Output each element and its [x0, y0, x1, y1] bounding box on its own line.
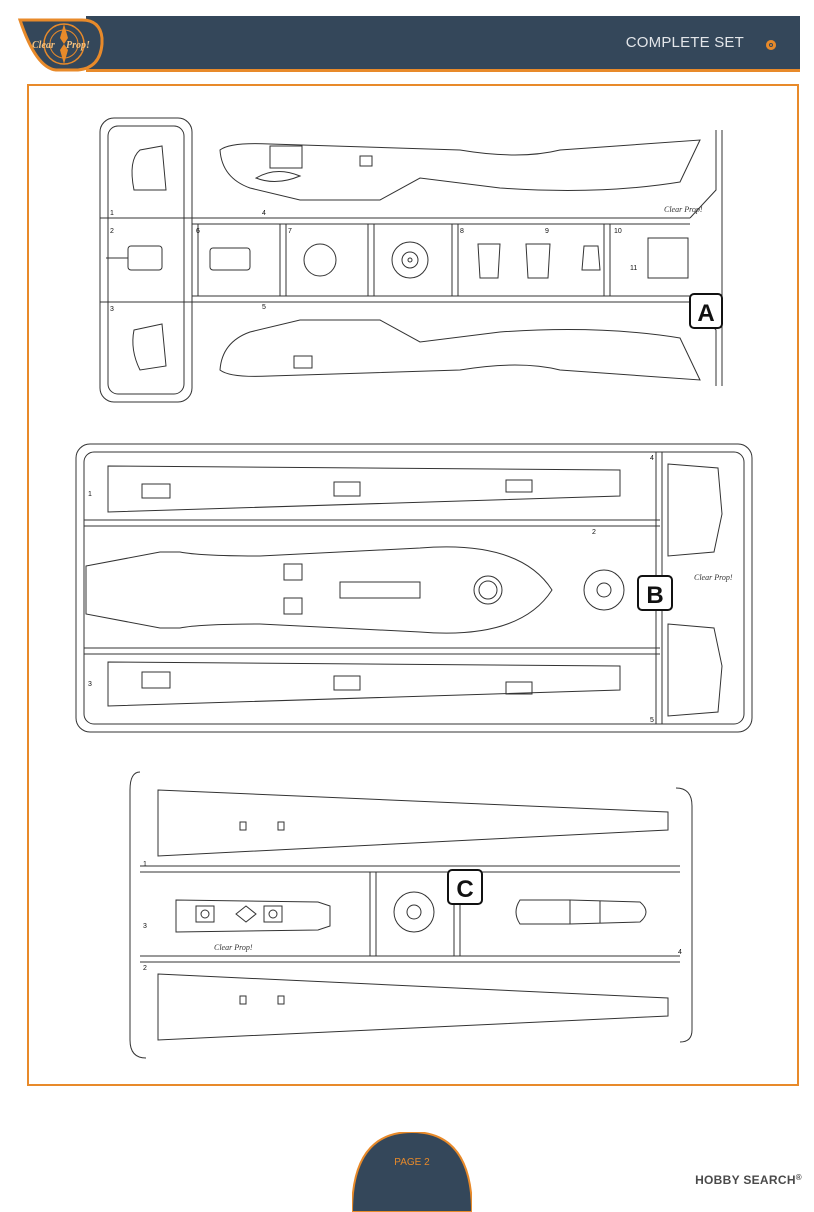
header-title: COMPLETE SET — [625, 34, 744, 51]
part-number-a7: 7 — [288, 228, 292, 235]
sprue-b-frame — [75, 443, 753, 733]
fuselage-half-bottom — [219, 319, 701, 381]
part-number-a10: 10 — [614, 228, 622, 235]
canopy-part-1 — [131, 145, 167, 191]
wing-part-c1 — [157, 789, 669, 857]
fuselage-lower-b — [85, 546, 553, 634]
part-number-b4: 4 — [650, 455, 654, 462]
sprue-a-label: A — [697, 300, 714, 327]
sprue-b — [75, 443, 753, 733]
sprue-c-brand-tag: Clear Prop! — [214, 943, 253, 952]
wing-part-c2 — [157, 973, 669, 1041]
part-number-c3: 3 — [143, 923, 147, 930]
sprue-c-badge — [447, 869, 483, 905]
part-number-c4: 4 — [678, 949, 682, 956]
part-c3-nacelle — [175, 899, 331, 933]
header-bar: COMPLETE SET — [86, 16, 800, 72]
part-a9 — [525, 243, 551, 279]
sprue-c-label: C — [456, 876, 473, 903]
part-number-a1: 1 — [110, 210, 114, 217]
wing-part-b1 — [107, 465, 621, 513]
part-a-wheel — [391, 241, 429, 279]
part-c-wheel — [393, 891, 435, 933]
sprue-b-brand-tag: Clear Prop! — [694, 573, 733, 582]
part-number-a8: 8 — [460, 228, 464, 235]
canopy-part-3 — [132, 323, 167, 371]
page-number: PAGE 2 — [394, 1157, 430, 1168]
part-b-wheel — [583, 569, 625, 611]
part-number-a11: 11 — [630, 265, 637, 272]
part-a8 — [477, 243, 501, 279]
part-a2 — [127, 245, 163, 271]
sprue-b-badge — [637, 575, 673, 611]
part-number-b5: 5 — [650, 717, 654, 724]
part-number-c1: 1 — [143, 861, 147, 868]
sprue-b-label: B — [646, 582, 663, 609]
sprue-a-badge — [689, 293, 723, 329]
part-a6 — [209, 247, 251, 271]
sprue-frame — [27, 84, 799, 1086]
part-number-b3: 3 — [88, 681, 92, 688]
watermark-text: HOBBY SEARCH — [695, 1173, 796, 1187]
page-tab — [352, 1132, 472, 1212]
part-number-c2: 2 — [143, 965, 147, 972]
svg-text:Clear: Clear — [32, 40, 55, 51]
part-number-a4: 4 — [262, 210, 266, 217]
part-number-a2: 2 — [110, 228, 114, 235]
sprue-c — [129, 771, 693, 1059]
header-dot-icon — [766, 40, 776, 50]
part-number-a9: 9 — [545, 228, 549, 235]
sprue-a — [99, 117, 723, 403]
svg-text:Prop!: Prop! — [66, 40, 90, 51]
part-c4-engine — [515, 899, 647, 925]
brand-logo-icon: Clear Prop! — [17, 18, 104, 72]
part-a7-radiator — [303, 243, 337, 277]
part-a10-small — [581, 245, 601, 271]
sprue-a-brand-tag: Clear Prop! — [664, 205, 703, 214]
sprue-a-left-frame — [99, 117, 193, 403]
watermark: HOBBY SEARCH® — [695, 1173, 802, 1187]
page-header: COMPLETE SET Clear Prop! — [16, 16, 800, 72]
part-a11 — [647, 237, 689, 279]
part-b-door-top — [667, 463, 723, 557]
wing-part-b3 — [107, 661, 621, 707]
watermark-mark: ® — [795, 1173, 802, 1182]
sprue-a-left-frame-inner — [107, 125, 185, 395]
sprue-c-right-runner — [675, 787, 693, 1043]
part-number-a6: 6 — [196, 228, 200, 235]
part-number-b2: 2 — [592, 529, 596, 536]
part-number-a5: 5 — [262, 304, 266, 311]
part-number-a3: 3 — [110, 306, 114, 313]
part-b-door-bottom — [667, 623, 723, 717]
part-number-b1: 1 — [88, 491, 92, 498]
sprue-c-left-runner — [129, 771, 147, 1059]
fuselage-half-top — [219, 139, 701, 201]
